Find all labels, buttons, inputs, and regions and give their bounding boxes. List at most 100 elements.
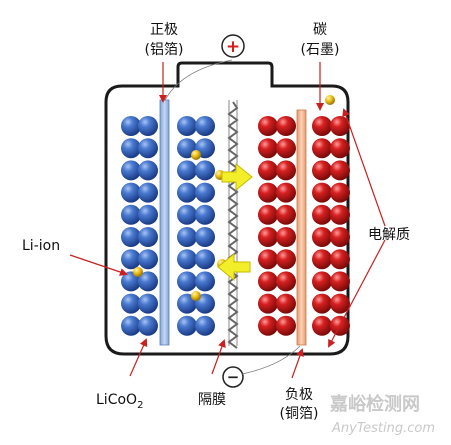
- anode-label: 负极: [285, 387, 313, 403]
- cobalt-oxide-sphere: [177, 227, 197, 247]
- battery-casing: [104, 61, 350, 356]
- graphite-sphere: [312, 138, 332, 159]
- lithium-ion-sphere: [191, 291, 201, 301]
- graphite-sphere: [330, 249, 350, 270]
- graphite-sphere: [276, 182, 296, 203]
- graphite-sphere: [276, 204, 296, 225]
- cobalt-oxide-sphere: [138, 204, 158, 225]
- watermark-url: AnyTesting.com: [331, 421, 435, 436]
- electrolyte-label: 电解质: [368, 227, 410, 243]
- cobalt-oxide-sphere: [138, 227, 158, 247]
- cathode-sublabel: (铝箔): [145, 42, 184, 58]
- pointer-lines: [69, 62, 386, 379]
- lithium-ion-sphere: [133, 267, 143, 277]
- graphite-sphere: [258, 293, 278, 314]
- svg-text:−: −: [227, 368, 240, 386]
- separator-membrane: [227, 100, 239, 349]
- graphite-sphere: [258, 271, 278, 292]
- cobalt-oxide-sphere: [177, 315, 197, 336]
- graphite-sphere: [312, 293, 332, 314]
- graphite-sphere: [258, 249, 278, 270]
- lithium-ion-particles: [133, 95, 335, 301]
- cobalt-oxide-sphere: [121, 315, 141, 336]
- lithium-cobalt-oxide-particles: [121, 116, 215, 336]
- cobalt-oxide-sphere: [121, 160, 141, 181]
- graphite-sphere: [258, 227, 278, 247]
- cobalt-oxide-sphere: [195, 182, 215, 203]
- lithium-ion-sphere: [325, 95, 335, 105]
- cobalt-oxide-sphere: [177, 271, 197, 292]
- separator-label: 隔膜: [198, 392, 226, 408]
- graphite-sphere: [330, 160, 350, 181]
- graphite-sphere: [330, 293, 350, 314]
- graphite-sphere: [330, 116, 350, 136]
- cobalt-oxide-sphere: [177, 249, 197, 270]
- graphite-sphere: [330, 138, 350, 159]
- watermark-brand: 嘉峪检测网: [329, 393, 420, 415]
- cobalt-oxide-sphere: [121, 138, 141, 159]
- graphite-sphere: [276, 293, 296, 314]
- positive-wire: [163, 59, 233, 103]
- cobalt-oxide-sphere: [138, 249, 158, 270]
- cobalt-oxide-sphere: [195, 116, 215, 136]
- graphite-sphere: [258, 160, 278, 181]
- cobalt-oxide-sphere: [195, 249, 215, 270]
- cobalt-oxide-sphere: [121, 249, 141, 270]
- cobalt-oxide-sphere: [121, 116, 141, 136]
- cobalt-oxide-sphere: [195, 204, 215, 225]
- cobalt-oxide-sphere: [138, 138, 158, 159]
- cobalt-oxide-sphere: [195, 227, 215, 247]
- cobalt-oxide-sphere: [195, 315, 215, 336]
- li-ion-label: Li-ion: [22, 238, 60, 254]
- plus-circle-icon: +: [221, 34, 245, 58]
- cobalt-oxide-sphere: [195, 271, 215, 292]
- graphite-sphere: [276, 315, 296, 336]
- cobalt-oxide-sphere: [121, 182, 141, 203]
- graphite-sphere: [330, 204, 350, 225]
- cobalt-oxide-sphere: [177, 116, 197, 136]
- graphite-sphere: [312, 204, 332, 225]
- graphite-sphere: [276, 116, 296, 136]
- licoo2-label: LiCoO2: [96, 392, 143, 411]
- graphite-sphere: [312, 271, 332, 292]
- cobalt-oxide-sphere: [121, 227, 141, 247]
- cobalt-oxide-sphere: [138, 271, 158, 292]
- cobalt-oxide-sphere: [138, 315, 158, 336]
- arrow-left-icon: [217, 252, 251, 282]
- graphite-sphere: [276, 249, 296, 270]
- aluminum-foil-collector: [159, 99, 170, 346]
- graphite-sphere: [312, 160, 332, 181]
- graphite-sphere: [258, 315, 278, 336]
- graphite-sphere: [330, 182, 350, 203]
- cobalt-oxide-sphere: [138, 293, 158, 314]
- anode-sublabel: (铜箔): [280, 406, 319, 422]
- graphite-sphere: [312, 249, 332, 270]
- graphite-sphere: [258, 138, 278, 159]
- graphite-sphere: [276, 138, 296, 159]
- cobalt-oxide-sphere: [195, 160, 215, 181]
- graphite-sphere: [312, 315, 332, 336]
- copper-foil-collector: [296, 109, 307, 346]
- cobalt-oxide-sphere: [138, 160, 158, 181]
- graphite-sphere: [258, 116, 278, 136]
- cobalt-oxide-sphere: [177, 160, 197, 181]
- lithium-ion-sphere: [191, 150, 201, 160]
- graphite-sphere: [276, 271, 296, 292]
- graphite-sphere: [312, 182, 332, 203]
- carbon-label: 碳: [313, 22, 327, 38]
- graphite-sphere: [330, 227, 350, 247]
- carbon-sublabel: (石墨): [301, 42, 340, 58]
- negative-wire: [241, 345, 301, 375]
- minus-circle-icon: −: [222, 366, 244, 388]
- graphite-sphere: [312, 116, 332, 136]
- svg-text:+: +: [226, 37, 240, 57]
- cobalt-oxide-sphere: [121, 293, 141, 314]
- cobalt-oxide-sphere: [121, 204, 141, 225]
- cobalt-oxide-sphere: [138, 182, 158, 203]
- graphite-sphere: [276, 227, 296, 247]
- cobalt-oxide-sphere: [177, 204, 197, 225]
- cathode-label: 正极: [150, 22, 178, 38]
- graphite-sphere: [276, 160, 296, 181]
- graphite-sphere: [330, 271, 350, 292]
- cobalt-oxide-sphere: [138, 116, 158, 136]
